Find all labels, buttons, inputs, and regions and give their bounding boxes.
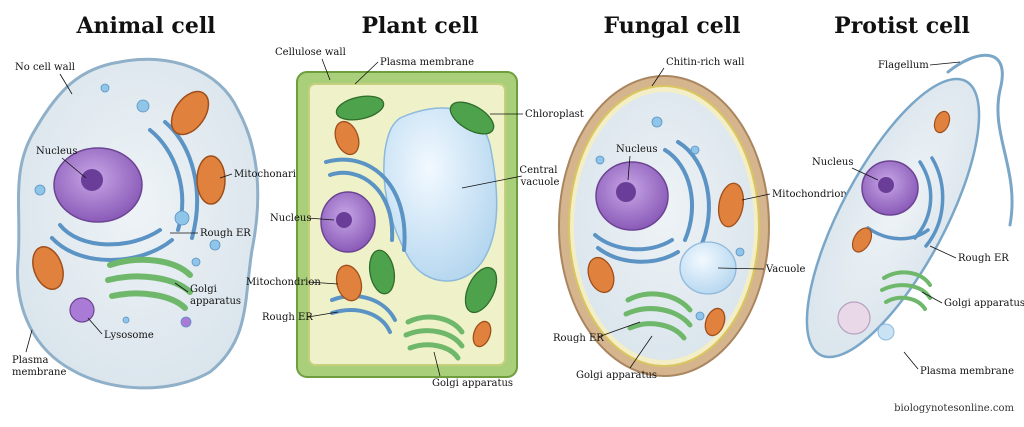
animal-vesicles bbox=[34, 83, 221, 328]
plant-label-mitochondrion: Mitochondrion bbox=[246, 277, 321, 288]
protist-label-golgi: Golgi apparatus bbox=[944, 298, 1024, 309]
animal-label-lysosome: Lysosome bbox=[104, 330, 154, 341]
animal-cell-panel: Animal cell bbox=[12, 13, 309, 390]
fungal-vesicles bbox=[595, 116, 745, 321]
animal-label-plasma-membrane: Plasma membrane bbox=[12, 355, 66, 378]
fungal-mitochondria bbox=[587, 182, 745, 337]
animal-lysosome bbox=[69, 297, 95, 323]
plant-chloroplasts bbox=[335, 95, 498, 314]
plant-label-vac-line2: vacuole bbox=[520, 177, 560, 188]
fungal-label-rough-er: Rough ER bbox=[553, 333, 604, 344]
animal-nucleolus bbox=[81, 169, 103, 191]
fungal-label-vacuole: Vacuole bbox=[765, 264, 806, 275]
fungal-rough-er bbox=[593, 140, 711, 264]
animal-label-pm-line1: Plasma bbox=[12, 355, 49, 366]
fungal-cell-panel: Fungal cell bbox=[553, 13, 847, 381]
protist-vesicle bbox=[877, 323, 895, 341]
protist-cell-panel: Protist cell Flagellum bbox=[805, 13, 1024, 377]
fungal-nucleolus bbox=[616, 182, 636, 202]
plant-cell-title: Plant cell bbox=[361, 13, 478, 39]
plant-rough-er bbox=[324, 157, 407, 334]
animal-mitochondria bbox=[32, 90, 226, 290]
fungal-label-mitochondrion: Mitochondrion bbox=[772, 189, 847, 200]
protist-flagellum bbox=[946, 53, 1014, 227]
animal-golgi bbox=[105, 256, 193, 311]
plant-mitochondria bbox=[334, 120, 492, 348]
protist-cell-body bbox=[805, 77, 981, 359]
protist-label-nucleus: Nucleus bbox=[812, 157, 853, 168]
fungal-cell-title: Fungal cell bbox=[604, 13, 741, 39]
animal-label-golgi-line1: Golgi bbox=[190, 284, 217, 295]
plant-cell-panel: Plant cell bbox=[246, 13, 584, 389]
plant-label-plasma-membrane: Plasma membrane bbox=[380, 57, 474, 68]
protist-contractile-vacuole bbox=[837, 301, 871, 335]
protist-label-plasma-membrane: Plasma membrane bbox=[920, 366, 1014, 377]
protist-mitochondria bbox=[851, 110, 951, 253]
animal-cell-title: Animal cell bbox=[75, 13, 215, 39]
animal-label-mitochondrion: Mitochonarion bbox=[234, 169, 309, 180]
protist-nucleolus bbox=[878, 177, 894, 193]
animal-label-rough-er: Rough ER bbox=[200, 228, 251, 239]
animal-label-golgi: Golgi apparatus bbox=[190, 284, 241, 307]
plant-label-central-vacuole: Central vacuole bbox=[519, 165, 560, 188]
protist-rough-er bbox=[866, 156, 945, 248]
source-credit: biologynotesonline.com bbox=[894, 403, 1014, 414]
plant-label-golgi: Golgi apparatus bbox=[432, 378, 513, 389]
animal-label-pm-line2: membrane bbox=[12, 367, 66, 378]
animal-label-no-cell-wall: No cell wall bbox=[15, 62, 75, 73]
fungal-label-nucleus: Nucleus bbox=[616, 144, 657, 155]
plant-golgi bbox=[403, 314, 465, 361]
fungal-golgi bbox=[623, 291, 693, 341]
plant-label-nucleus: Nucleus bbox=[270, 213, 311, 224]
protist-cell-title: Protist cell bbox=[834, 13, 970, 39]
animal-label-nucleus: Nucleus bbox=[36, 146, 77, 157]
animal-label-golgi-line2: apparatus bbox=[190, 296, 241, 307]
plant-label-chloroplast: Chloroplast bbox=[525, 109, 584, 120]
plant-nucleolus bbox=[336, 212, 352, 228]
plant-label-vac-line1: Central bbox=[519, 165, 557, 176]
plant-label-cellulose-wall: Cellulose wall bbox=[275, 47, 346, 58]
plant-label-rough-er: Rough ER bbox=[262, 312, 313, 323]
fungal-label-chitin-wall: Chitin-rich wall bbox=[666, 57, 744, 68]
protist-label-rough-er: Rough ER bbox=[958, 253, 1009, 264]
protist-label-flagellum: Flagellum bbox=[878, 60, 929, 71]
fungal-label-golgi: Golgi apparatus bbox=[576, 370, 657, 381]
